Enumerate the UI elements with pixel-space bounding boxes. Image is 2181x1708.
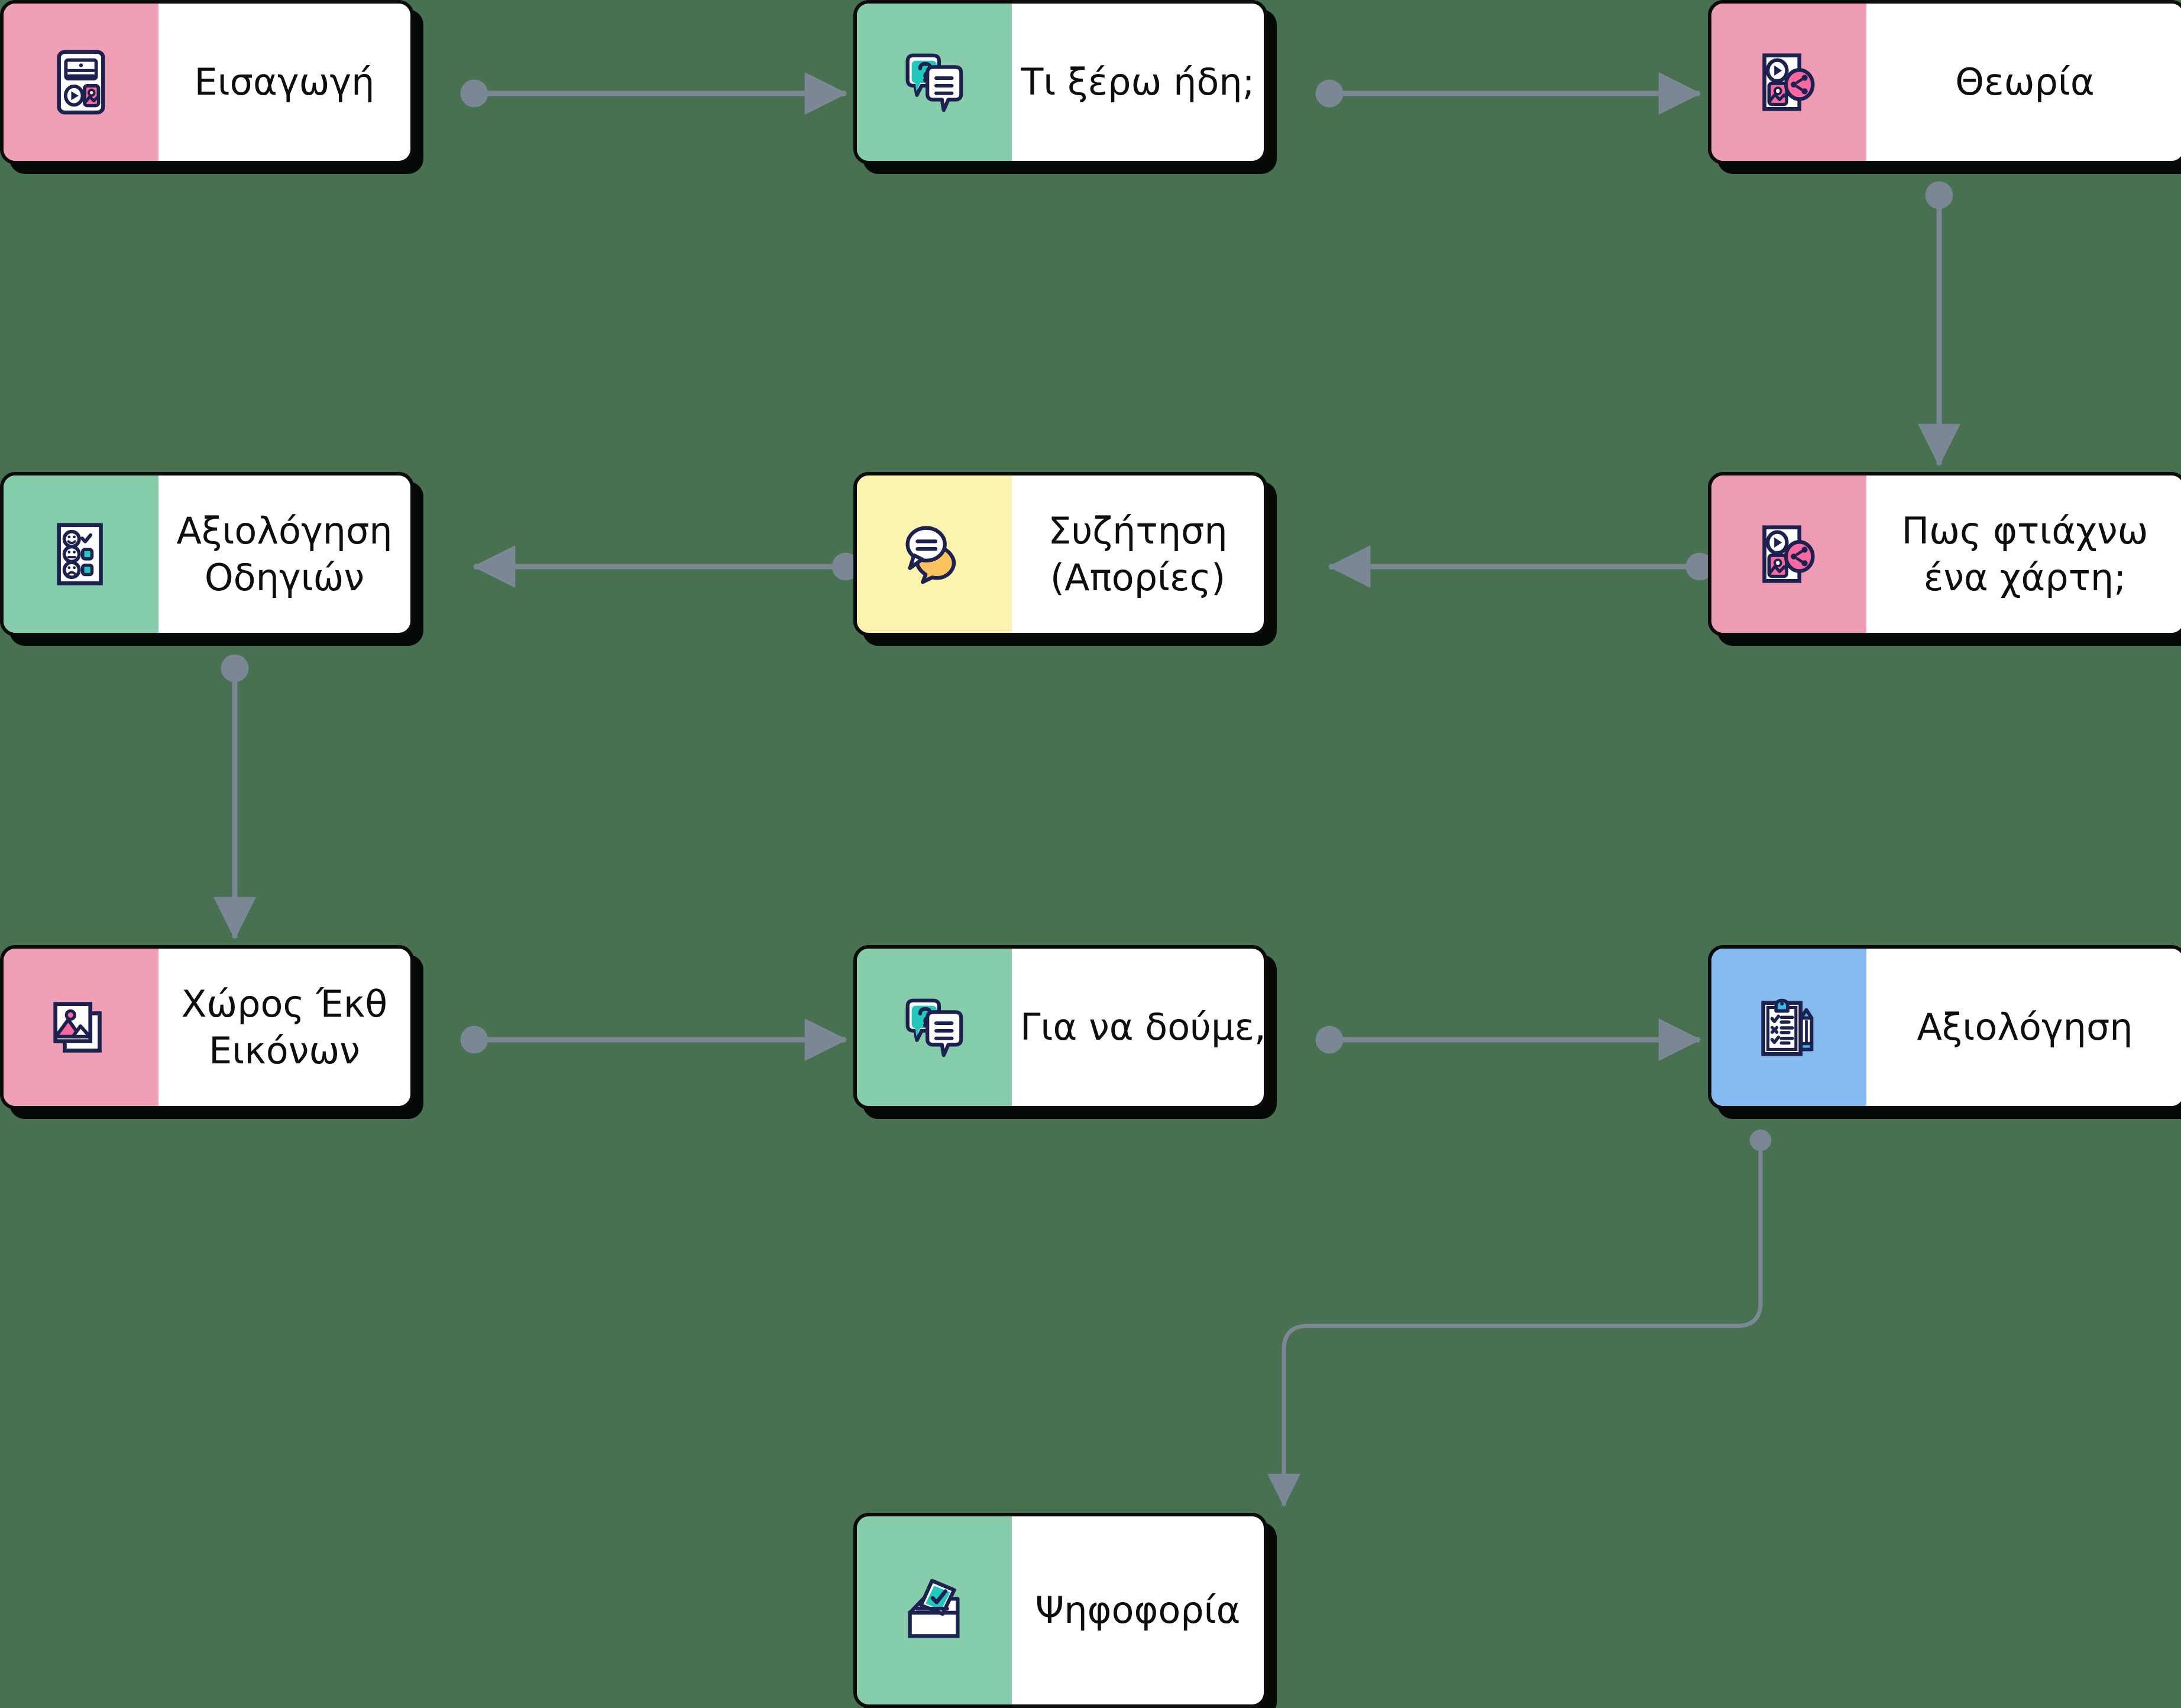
node-aksiologisi[interactable]: Αξιολόγηση [1708,945,2181,1109]
node-accent-panel [4,949,158,1106]
media-share-icon [1752,45,1826,119]
node-choros-ekth[interactable]: Χώρος Έκθ Εικόνων [0,945,414,1109]
media-share-icon [1752,517,1826,591]
node-theoria[interactable]: Θεωρία [1708,0,2181,164]
node-label: Πως φτιάχνω ένα χάρτη; [1901,509,2148,599]
question-chat-icon [897,45,972,119]
node-accent-panel [1711,949,1866,1106]
node-eisagogi[interactable]: Εισαγωγή [0,0,414,164]
question-chat-icon [897,990,972,1065]
node-label: Συζήτηση (Απορίες) [1048,509,1228,599]
node-accent-panel [4,475,158,633]
node-accent-panel [857,475,1012,633]
node-accent-panel [857,4,1012,161]
node-label: Αξιολόγηση Οδηγιών [176,509,393,599]
node-syzitisi[interactable]: Συζήτηση (Απορίες) [853,472,1267,636]
node-label: Χώρος Έκθ Εικόνων [181,982,388,1072]
presentation-media-icon [44,45,118,119]
node-accent-panel [4,4,158,161]
node-label: Για να δούμε, τι μάθαμε; [1020,1005,1266,1049]
node-label: Εισαγωγή [194,60,375,104]
clipboard-checklist-icon [1752,990,1826,1065]
node-label: Ψηφοφορία [1035,1589,1241,1632]
node-accent-panel [857,949,1012,1106]
node-label: Αξιολόγηση [1917,1005,2133,1049]
node-aksiologisi-odigion[interactable]: Αξιολόγηση Οδηγιών [0,472,414,636]
feedback-rating-icon [44,517,118,591]
node-gia-na-doume[interactable]: Για να δούμε, τι μάθαμε; [853,945,1267,1109]
node-accent-panel [1711,4,1866,161]
node-ti-ksero-idi[interactable]: Τι ξέρω ήδη; [853,0,1267,164]
node-label: Τι ξέρω ήδη; [1021,60,1255,104]
node-accent-panel [1711,475,1866,633]
gallery-images-icon [44,990,118,1065]
speech-bubbles-icon [897,517,972,591]
node-pos-ftiachno[interactable]: Πως φτιάχνω ένα χάρτη; [1708,472,2181,636]
node-accent-panel [857,1516,1012,1704]
edge-aksiologisi-to-psifoforia [1267,1129,1772,1508]
node-label: Θεωρία [1955,60,2095,104]
node-psifoforia[interactable]: Ψηφοφορία [853,1513,1267,1708]
ballot-box-icon [897,1573,972,1648]
